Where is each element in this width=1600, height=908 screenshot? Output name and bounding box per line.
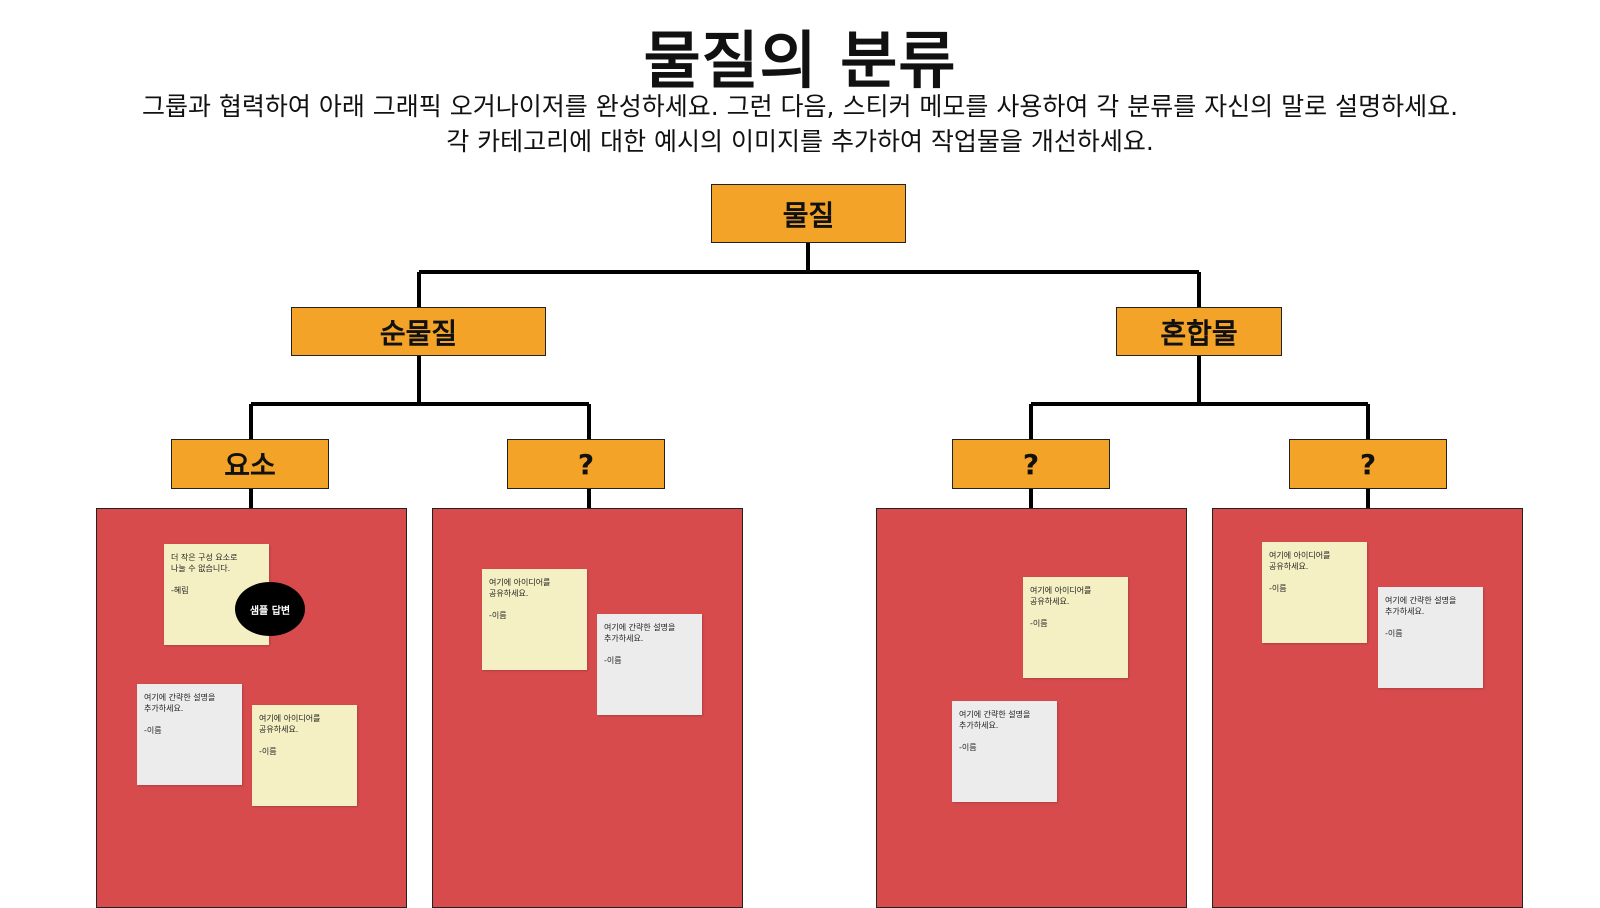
sticky-note-description[interactable]: 여기에 간략한 설명을 추가하세요. -이름 xyxy=(137,684,242,785)
page-title: 물질의 분류 xyxy=(643,24,957,97)
panel-element: 더 작은 구성 요소로 나눌 수 없습니다. -혜림 샘플 답변 여기에 간략한… xyxy=(96,508,407,908)
sticky-note-idea[interactable]: 여기에 아이디어를 공유하세요. -이름 xyxy=(252,705,357,806)
instructions-line-2: 각 카테고리에 대한 예시의 이미지를 추가하여 작업물을 개선하세요. xyxy=(446,127,1154,156)
sample-answer-badge: 샘플 답변 xyxy=(235,582,305,636)
node-mixture[interactable]: 혼합물 xyxy=(1116,307,1282,356)
sticky-note-idea[interactable]: 여기에 아이디어를 공유하세요. -이름 xyxy=(482,569,587,670)
sticky-note-idea[interactable]: 여기에 아이디어를 공유하세요. -이름 xyxy=(1023,577,1128,678)
instructions-line-1: 그룹과 협력하여 아래 그래픽 오거나이저를 완성하세요. 그런 다음, 스티커… xyxy=(141,92,1459,121)
sticky-note-idea[interactable]: 여기에 아이디어를 공유하세요. -이름 xyxy=(1262,542,1367,643)
node-unknown-3[interactable]: ? xyxy=(1289,439,1447,489)
node-pure-substance[interactable]: 순물질 xyxy=(291,307,546,356)
sticky-note-description[interactable]: 여기에 간략한 설명을 추가하세요. -이름 xyxy=(597,614,702,715)
node-matter[interactable]: 물질 xyxy=(711,184,906,243)
sticky-note-description[interactable]: 여기에 간략한 설명을 추가하세요. -이름 xyxy=(952,701,1057,802)
panel-unknown-2: 여기에 아이디어를 공유하세요. -이름 여기에 간략한 설명을 추가하세요. … xyxy=(876,508,1187,908)
node-element[interactable]: 요소 xyxy=(171,439,329,489)
node-unknown-2[interactable]: ? xyxy=(952,439,1110,489)
node-unknown-1[interactable]: ? xyxy=(507,439,665,489)
panel-unknown-3: 여기에 아이디어를 공유하세요. -이름 여기에 간략한 설명을 추가하세요. … xyxy=(1212,508,1523,908)
panel-unknown-1: 여기에 아이디어를 공유하세요. -이름 여기에 간략한 설명을 추가하세요. … xyxy=(432,508,743,908)
sticky-note-description[interactable]: 여기에 간략한 설명을 추가하세요. -이름 xyxy=(1378,587,1483,688)
